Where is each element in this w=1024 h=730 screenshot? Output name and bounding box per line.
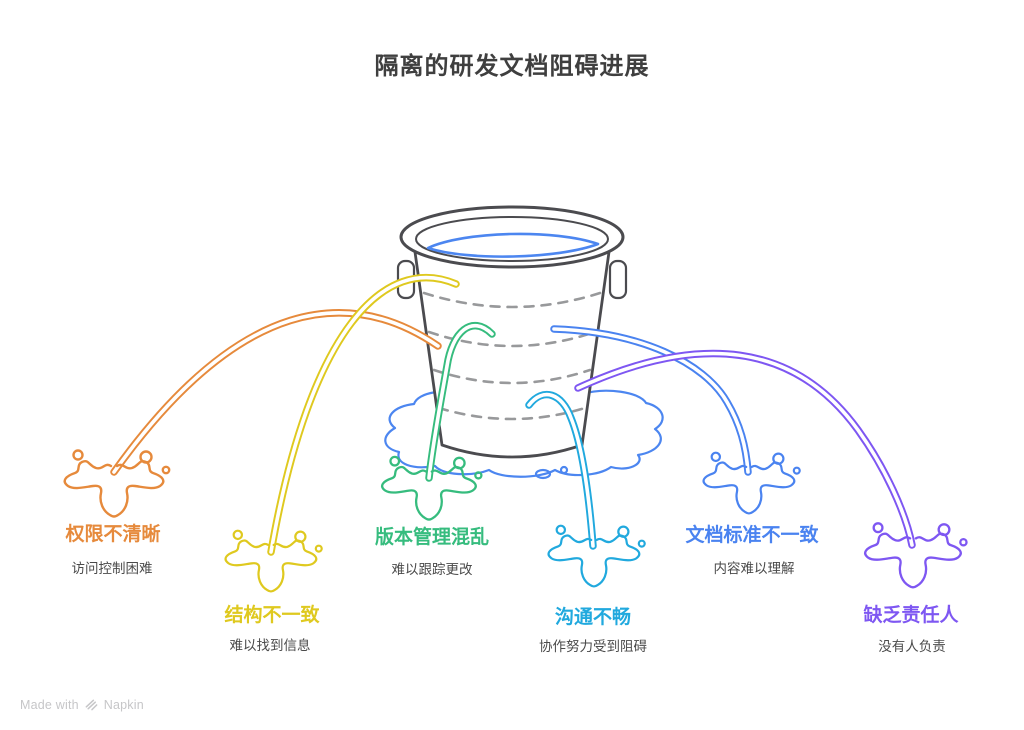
- item-structure-label: 结构不一致: [224, 605, 320, 626]
- stream-structure: [267, 273, 460, 556]
- splash-communication-icon: [547, 524, 646, 588]
- item-communication-label: 沟通不畅: [554, 607, 632, 628]
- item-permissions-desc: 访问控制困难: [71, 561, 153, 576]
- bucket-rim-inner: [415, 216, 609, 262]
- watermark: Made with Napkin: [20, 697, 144, 712]
- stream-version: [425, 321, 496, 482]
- item-standards-label: 文档标准不一致: [685, 525, 819, 546]
- item-communication-desc: 协作努力受到阻碍: [539, 639, 647, 654]
- puddle-droplet: [534, 468, 552, 480]
- water-surface: [426, 232, 600, 258]
- item-ownership-desc: 没有人负责: [878, 639, 946, 654]
- splash-icons: [63, 449, 968, 593]
- stream-communication: [525, 391, 597, 550]
- item-standards-desc: 内容难以理解: [713, 561, 795, 576]
- splash-ownership-icon: [863, 522, 968, 589]
- bucket-handle-ear-right: [608, 259, 628, 300]
- item-structure-desc: 难以找到信息: [229, 638, 311, 653]
- item-version-desc: 难以跟踪更改: [391, 562, 473, 577]
- stream-standards: [550, 325, 752, 476]
- leak-streams: [110, 273, 916, 556]
- stream-ownership: [574, 349, 916, 549]
- item-ownership-label: 缺乏责任人: [863, 605, 959, 626]
- diagram-title: 隔离的研发文档阻碍进展: [374, 53, 650, 80]
- water-level-dashes: [422, 291, 602, 421]
- item-permissions-label: 权限不清晰: [65, 524, 161, 545]
- watermark-brand: Napkin: [103, 697, 144, 712]
- puddle-droplet: [559, 465, 569, 475]
- splash-permissions-icon: [63, 449, 171, 518]
- splash-standards-icon: [702, 451, 801, 515]
- napkin-logo-icon: [85, 699, 98, 711]
- stream-permissions: [110, 309, 442, 476]
- watermark-prefix: Made with: [20, 697, 79, 712]
- item-version-label: 版本管理混乱: [374, 527, 490, 548]
